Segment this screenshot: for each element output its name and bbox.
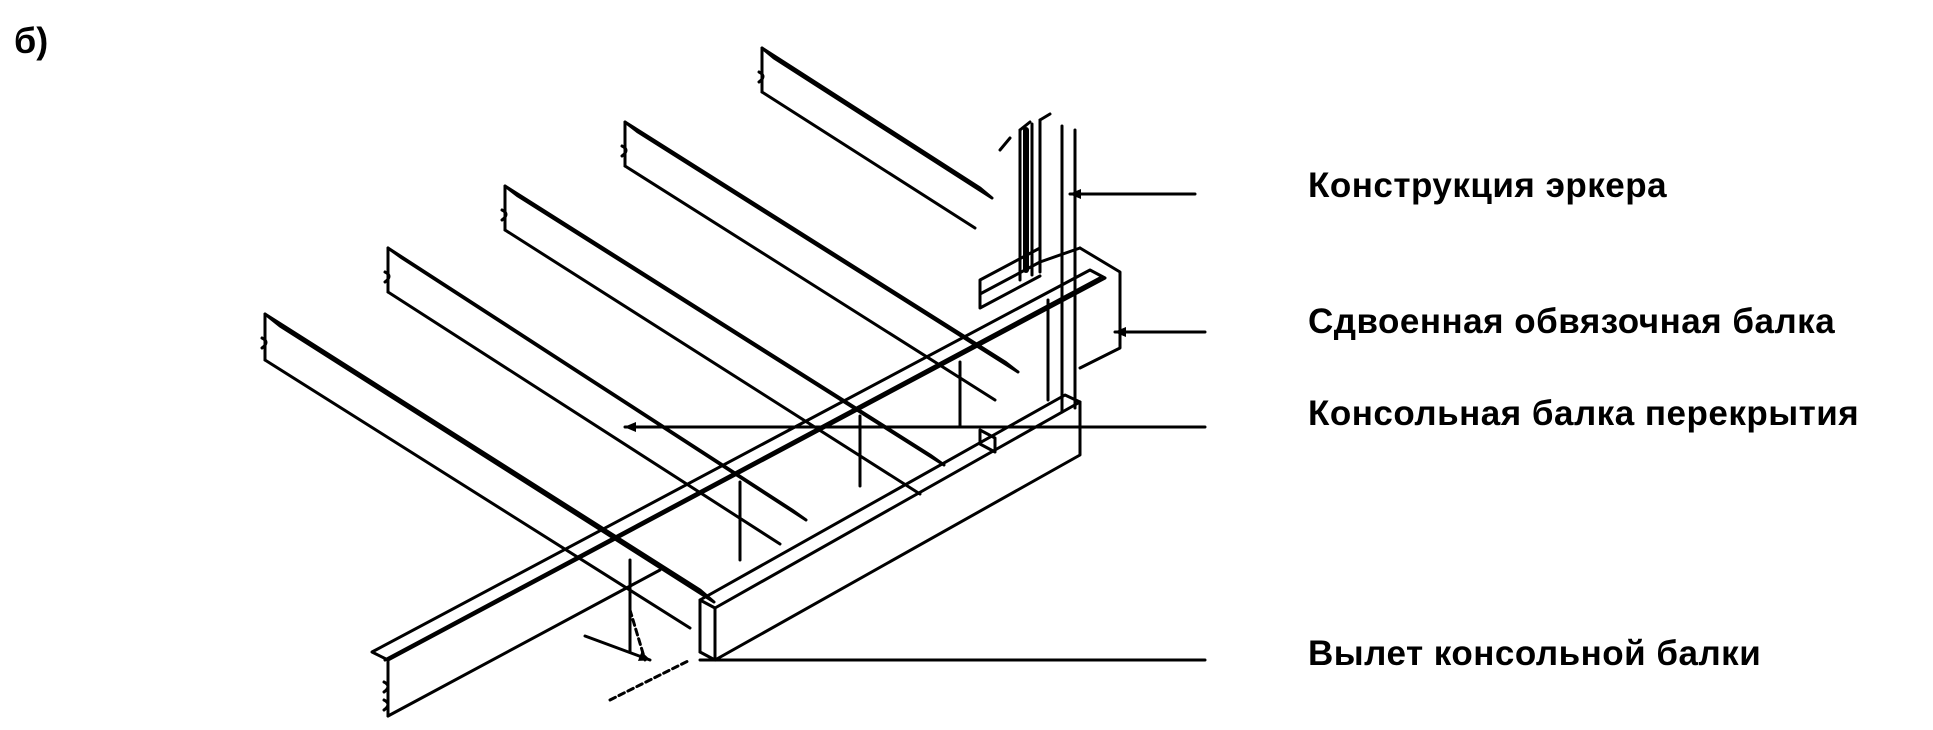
label-cantilever-span: Вылет консольной балки <box>1308 634 1762 673</box>
bay-window-structure <box>978 112 1122 414</box>
floor-joist-1 <box>260 312 716 630</box>
floor-joist-3 <box>500 184 946 496</box>
double-rim-beam <box>370 268 1107 718</box>
cantilever-span-dimension <box>608 608 692 702</box>
span-dimension-arrow <box>583 634 652 662</box>
floor-joist-4 <box>620 120 1020 402</box>
label-cantilever-joist: Консольная балка перекрытия <box>1308 394 1860 433</box>
label-bay-window-structure: Конструкция эркера <box>1308 166 1668 205</box>
floor-joist-5 <box>757 46 994 230</box>
floor-joist-2 <box>383 246 808 546</box>
figure-label: б) <box>14 20 49 61</box>
label-double-rim-beam: Сдвоенная обвязочная балка <box>1308 302 1836 341</box>
